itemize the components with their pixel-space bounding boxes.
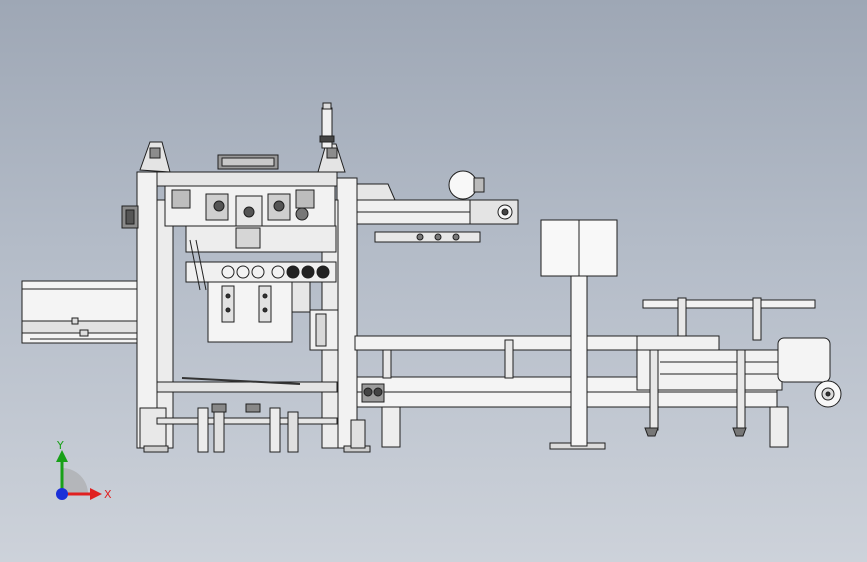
- y-axis-label: Y: [56, 439, 64, 452]
- y-axis-arrowhead: [56, 450, 68, 462]
- left-infeed-conveyor[interactable]: [21, 280, 141, 344]
- signal-post[interactable]: [540, 219, 618, 447]
- x-axis-label: X: [104, 488, 112, 501]
- carton-forming-box[interactable]: [207, 281, 339, 351]
- triad-plane-fill: [62, 468, 88, 494]
- top-gantry-assembly[interactable]: [139, 102, 346, 253]
- coordinate-triad: Y X: [56, 439, 112, 501]
- base-frame[interactable]: [156, 377, 338, 453]
- z-axis-dot: [56, 488, 68, 500]
- x-axis-arrowhead: [90, 488, 102, 500]
- magazine-plate[interactable]: [185, 239, 337, 291]
- right-guard-rail[interactable]: [636, 297, 842, 437]
- transfer-arm[interactable]: [356, 170, 519, 243]
